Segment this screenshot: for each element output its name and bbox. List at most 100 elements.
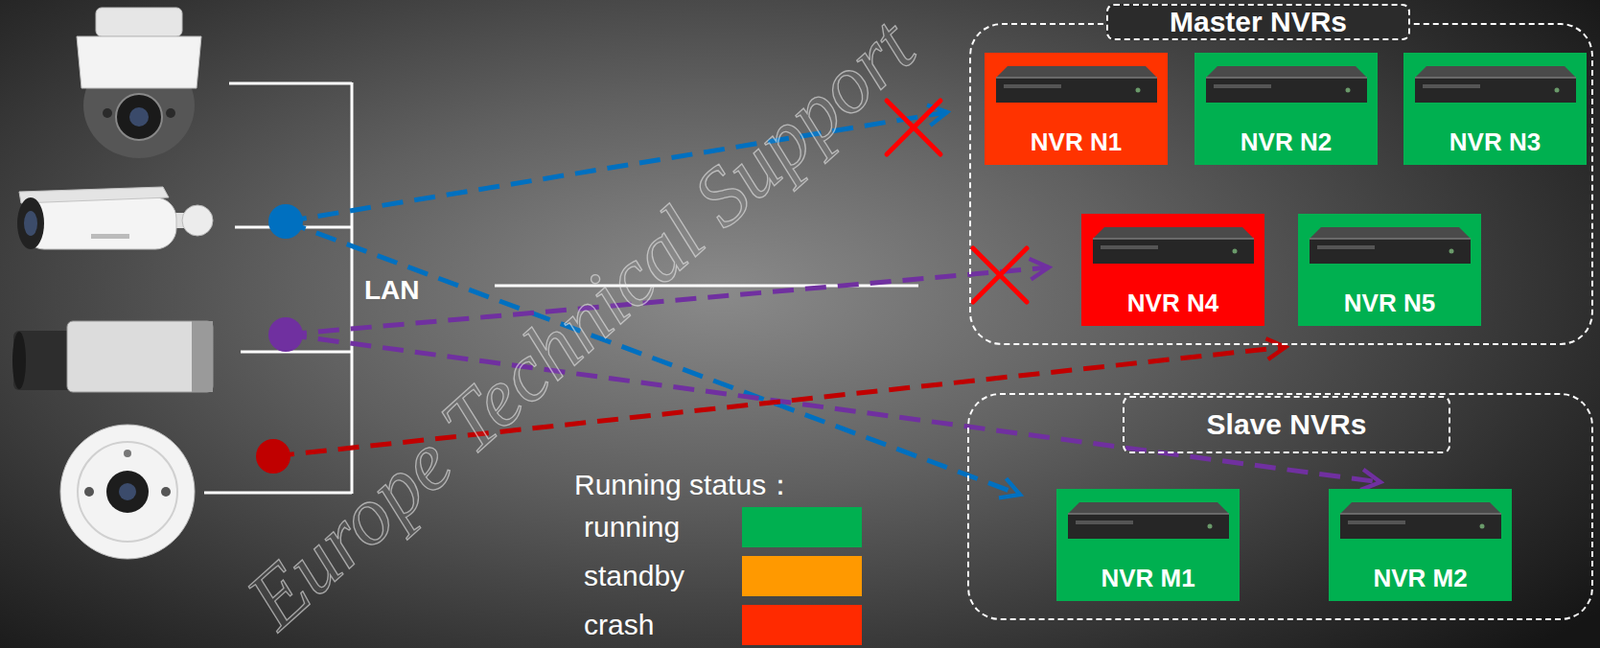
legend-row: running <box>583 507 862 548</box>
nvr-edge <box>1092 237 1254 240</box>
camera-body <box>67 321 213 393</box>
stream-arrow <box>285 112 948 222</box>
box-camera <box>12 321 213 393</box>
stream-arrow <box>285 221 1021 495</box>
nvr-edge <box>1067 512 1229 515</box>
label-anchor: Running status： <box>574 468 795 503</box>
camera-shell <box>76 36 202 89</box>
nvr-box: NVR N2 <box>1194 52 1378 165</box>
nvr-box: NVR N4 <box>1081 213 1265 326</box>
bullet-camera <box>17 186 213 250</box>
nvr-panel <box>1422 84 1481 89</box>
camera-lens <box>13 330 73 391</box>
nvr-edge <box>1340 512 1502 515</box>
nvr-box: NVR N5 <box>1298 213 1482 326</box>
ir-led <box>161 486 171 497</box>
box-label: NVR N5 <box>1344 289 1436 319</box>
ir-led <box>165 108 176 118</box>
camera-mount <box>95 7 183 37</box>
nvr-front <box>1205 77 1368 103</box>
nvr-top <box>1340 502 1502 514</box>
nvr-group: Slave NVRsNVR M1 NVR M2 <box>967 393 1594 621</box>
nvr-edge <box>996 76 1158 79</box>
legend-row: standby <box>583 556 862 597</box>
camera-ring <box>77 441 178 542</box>
box-label: NVR M1 <box>1100 564 1195 594</box>
group-title: Master NVRs <box>1106 3 1411 41</box>
legend-swatch <box>742 556 862 597</box>
nvr-box: NVR M2 <box>1328 488 1512 602</box>
nvr-led <box>1136 88 1141 93</box>
camera-lens <box>106 470 149 513</box>
nvr-edge <box>1309 237 1471 240</box>
legend-swatch <box>742 604 862 646</box>
wire <box>229 82 352 86</box>
box-label: NVR N3 <box>1449 128 1541 158</box>
camera-lens <box>129 107 149 127</box>
camera-body <box>60 424 195 559</box>
stream-dot <box>255 439 291 474</box>
nvr-box: NVR N3 <box>1403 52 1587 165</box>
nvr-led <box>1345 88 1351 93</box>
nvr-front <box>1309 238 1471 264</box>
legend-text: crash <box>583 610 743 640</box>
sun-shield <box>19 186 169 204</box>
nvr-group: Master NVRsNVR N1NVR N2NVR N3NVR N4NVR N… <box>969 23 1594 346</box>
nvr-front <box>996 77 1158 103</box>
nvr-panel <box>1075 520 1134 525</box>
nvr-edge <box>1205 76 1368 79</box>
nvr-top <box>1205 66 1368 78</box>
wire <box>240 350 352 354</box>
nvr-led <box>1207 524 1213 530</box>
bus-wire <box>350 82 354 494</box>
legend-swatch <box>742 507 862 548</box>
failure-cross <box>886 100 941 155</box>
nvr-edge <box>1414 76 1577 79</box>
nvr-top <box>996 66 1158 78</box>
camera-back <box>191 321 213 393</box>
nvr-box: NVR M1 <box>1056 488 1240 602</box>
nvr-top <box>1092 227 1254 239</box>
legend-row: crash <box>583 604 862 646</box>
nvr-panel <box>1317 245 1375 250</box>
ir-led <box>102 108 113 118</box>
nvr-top <box>1309 227 1471 239</box>
stream-arrow <box>285 267 1049 335</box>
camera-stripe <box>91 233 130 239</box>
sensor-dot <box>123 449 132 458</box>
failure-cross <box>973 248 1027 302</box>
network-label: LAN <box>364 275 420 306</box>
camera-lens <box>17 197 45 250</box>
box-label: NVR N1 <box>1030 128 1122 158</box>
group-title: Slave NVRs <box>1122 395 1451 454</box>
legend-heading: Running status： <box>574 468 795 503</box>
camera-lens <box>115 93 163 140</box>
nvr-led <box>1480 524 1485 530</box>
box-label: NVR M2 <box>1372 564 1467 594</box>
label-anchor: LAN <box>364 275 420 306</box>
box-label: NVR N2 <box>1240 128 1332 158</box>
stream-arrow <box>273 347 1286 457</box>
dome-camera <box>76 7 202 159</box>
failure-cross <box>886 100 941 155</box>
nvr-top <box>1067 502 1229 514</box>
camera-mount <box>182 205 213 236</box>
nvr-front <box>1067 513 1229 539</box>
nvr-front <box>1092 238 1254 264</box>
box-label: NVR N4 <box>1127 289 1219 319</box>
camera-lens <box>118 483 137 501</box>
legend-text: running <box>583 512 743 542</box>
ir-led <box>84 486 94 497</box>
legend-text: standby <box>583 561 743 591</box>
nvr-top <box>1414 66 1577 78</box>
nvr-panel <box>1213 84 1272 89</box>
camera-body <box>23 197 177 250</box>
nvr-led <box>1449 249 1455 255</box>
failure-cross <box>973 248 1027 302</box>
camera-lens <box>12 331 26 390</box>
nvr-front <box>1414 77 1577 103</box>
stream-dot <box>268 317 303 352</box>
stream-dot <box>268 204 303 239</box>
nvr-panel <box>1003 84 1062 89</box>
